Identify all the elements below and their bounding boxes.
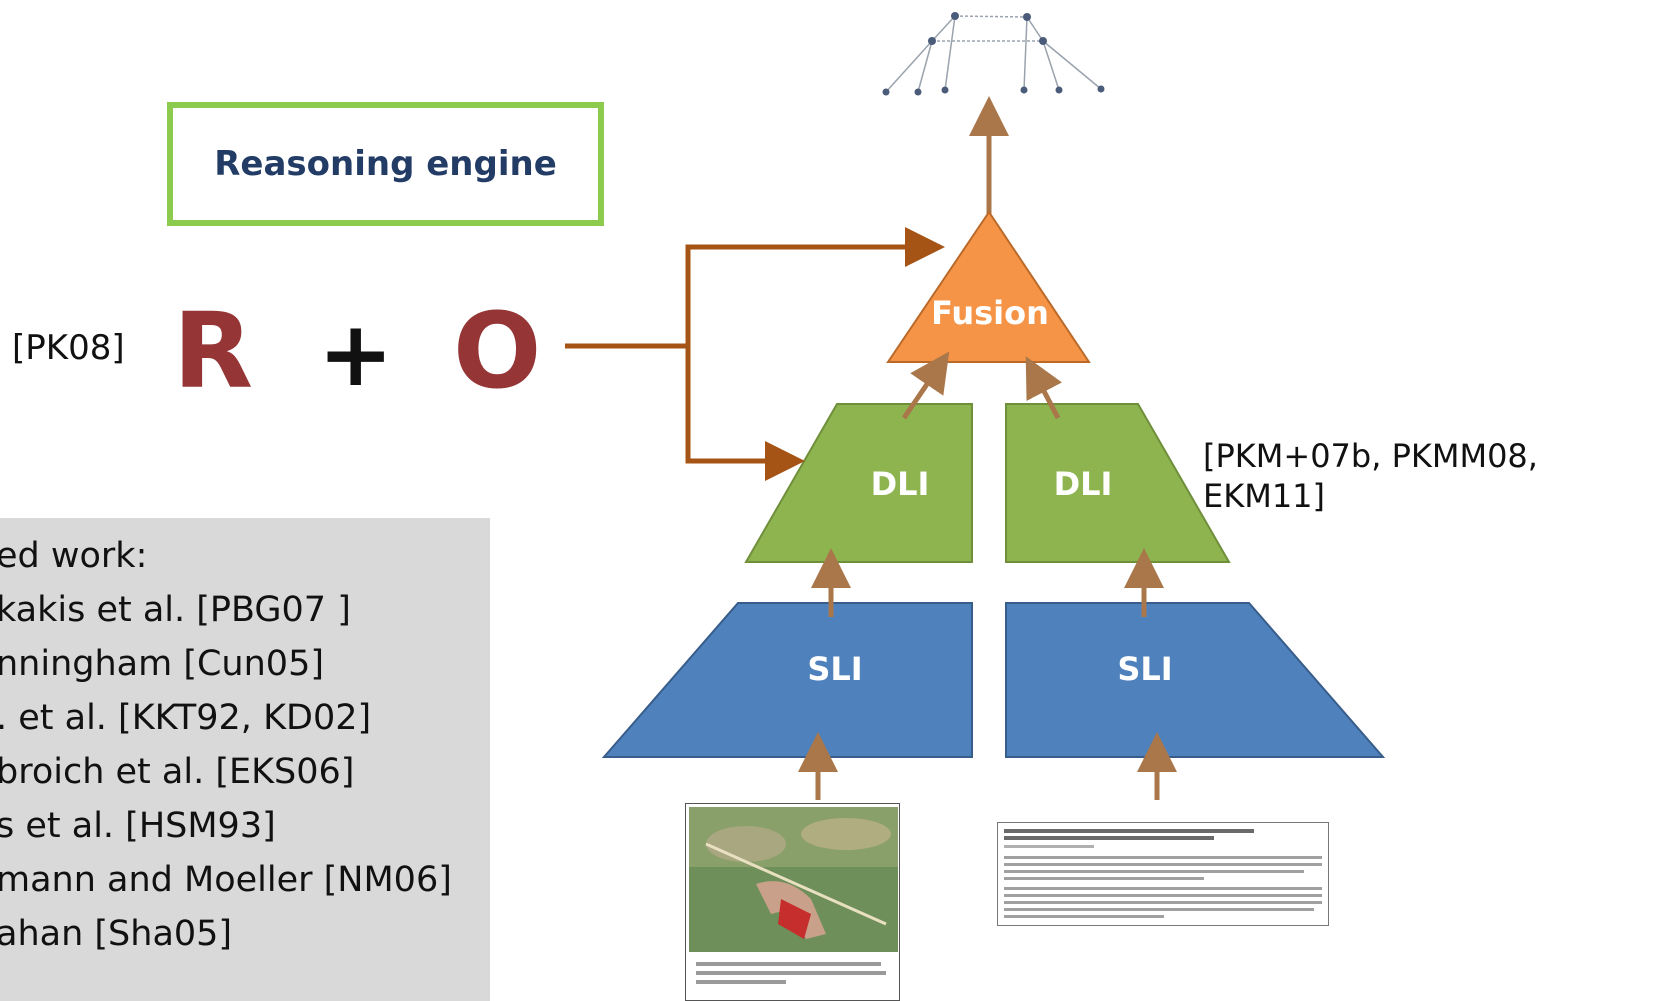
dli-citation-line1: [PKM+07b, PKMM08, [1203,437,1538,475]
formula-letter-o: O [453,290,542,412]
related-work-item: s et al. [HSM93] [0,806,276,846]
related-work-box: ed work: kakis et al. [PBG07 ] nningham … [0,518,490,1001]
formula-citation: [PK08] [12,328,125,368]
dli-left-trapezoid [744,403,973,563]
athlete-photo-icon [689,807,898,999]
related-work-item: . et al. [KKT92, KD02] [0,698,372,738]
arrow-dli-right-to-fusion [1025,356,1062,420]
text-document-icon [1004,829,1322,918]
network-nodes [882,12,1105,96]
dli-citation-line2: EKM11] [1203,477,1326,515]
sli-right-label: SLI [1117,650,1172,688]
dli-left-label: DLI [871,465,930,503]
reasoning-engine-box: Reasoning engine [167,102,604,226]
related-work-heading: ed work: [0,536,148,576]
formula-plus: + [318,302,394,407]
input-text-document [997,822,1329,926]
sli-left-trapezoid [601,602,973,758]
fusion-triangle [886,210,1091,363]
reasoning-engine-label: Reasoning engine [214,144,557,184]
input-image-thumbnail [685,803,900,1001]
arrow-dli-left-to-fusion [901,351,950,420]
sli-left-label: SLI [807,650,862,688]
related-work-item: broich et al. [EKS06] [0,752,355,792]
dli-right-label: DLI [1054,465,1113,503]
fusion-label: Fusion [931,294,1049,332]
sli-right-trapezoid [1005,602,1386,758]
formula-letter-r: R [173,290,254,412]
network-graph-icon [885,15,1102,93]
dli-right-trapezoid [1005,403,1231,563]
related-work-item: ahan [Sha05] [0,914,233,954]
formula-connector [565,227,945,481]
related-work-item: nningham [Cun05] [0,644,324,684]
related-work-item: kakis et al. [PBG07 ] [0,590,351,630]
related-work-item: mann and Moeller [NM06] [0,860,452,900]
